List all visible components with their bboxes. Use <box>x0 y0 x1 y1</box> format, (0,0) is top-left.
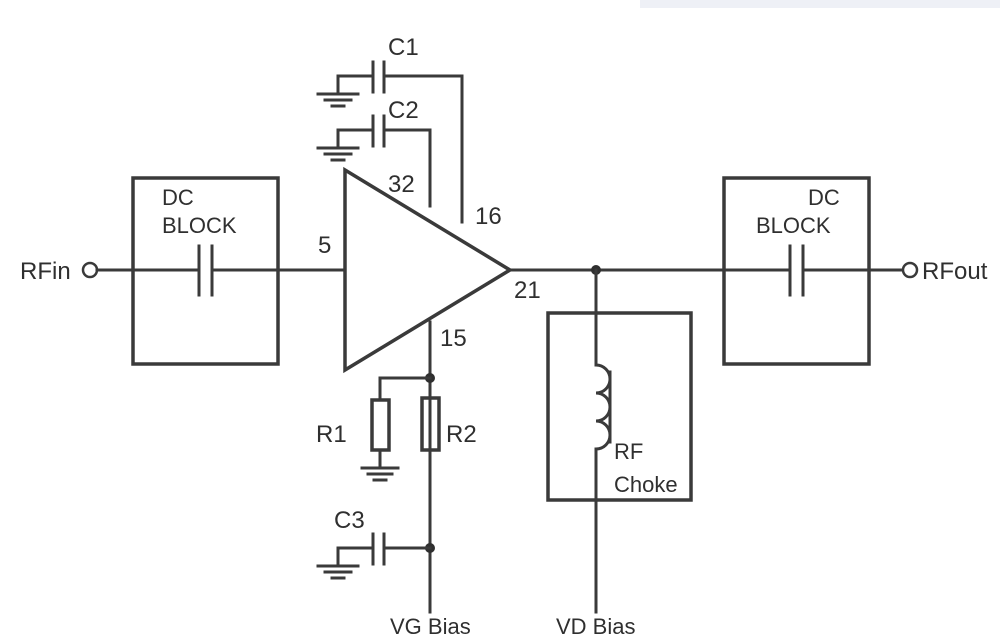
pin-input-label: 5 <box>318 232 331 259</box>
gate-bias-network: R1 R2 C3 <box>316 320 477 614</box>
input-dc-block: DC BLOCK <box>95 176 347 366</box>
input-dc-block-label-line1: DC <box>162 185 194 210</box>
background-artifact <box>640 0 1000 8</box>
resistor-r2-label: R2 <box>446 421 477 448</box>
output-dc-block-label-line1: DC <box>808 185 840 210</box>
capacitor-c1: C1 <box>316 34 464 224</box>
output-dc-block: DC BLOCK <box>722 176 905 366</box>
amplifier-triangle <box>343 166 514 374</box>
output-dc-block-label-line2: BLOCK <box>756 213 831 238</box>
rf-output-terminal <box>901 261 919 279</box>
rf-input-port: RFin <box>20 258 99 285</box>
rf-choke-box <box>546 311 693 502</box>
pin-c2-label: 32 <box>388 171 415 198</box>
vg-bias-label: VG Bias <box>390 614 471 639</box>
inductor-coil <box>594 363 612 451</box>
rf-input-terminal <box>81 261 99 279</box>
pin-gate-label: 15 <box>440 325 467 352</box>
resistor-r1 <box>370 398 391 452</box>
pin-output-label: 21 <box>514 277 541 304</box>
capacitor-c1-label: C1 <box>388 34 419 61</box>
c3-ground-icon <box>316 564 360 580</box>
rf-choke-block: RF Choke <box>546 268 693 614</box>
c1-ground-icon <box>316 92 360 108</box>
capacitor-c3-label: C3 <box>334 507 365 534</box>
rf-output-port: RFout <box>901 258 988 285</box>
pin-c1-label: 16 <box>475 203 502 230</box>
capacitor-c2-label: C2 <box>388 97 419 124</box>
rf-input-label: RFin <box>20 258 71 285</box>
amplifier-body <box>343 166 514 374</box>
input-dc-block-label-line2: BLOCK <box>162 213 237 238</box>
rf-choke-label-line2: Choke <box>614 472 678 497</box>
r1-ground-icon <box>360 466 400 482</box>
resistor-r1-label: R1 <box>316 421 347 448</box>
c2-ground-icon <box>316 146 360 162</box>
capacitor-c2: C2 <box>316 97 432 208</box>
vd-bias-label: VD Bias <box>556 614 635 639</box>
rf-choke-label-line1: RF <box>614 439 643 464</box>
resistor-r2 <box>420 396 441 452</box>
rf-output-label: RFout <box>922 258 988 285</box>
